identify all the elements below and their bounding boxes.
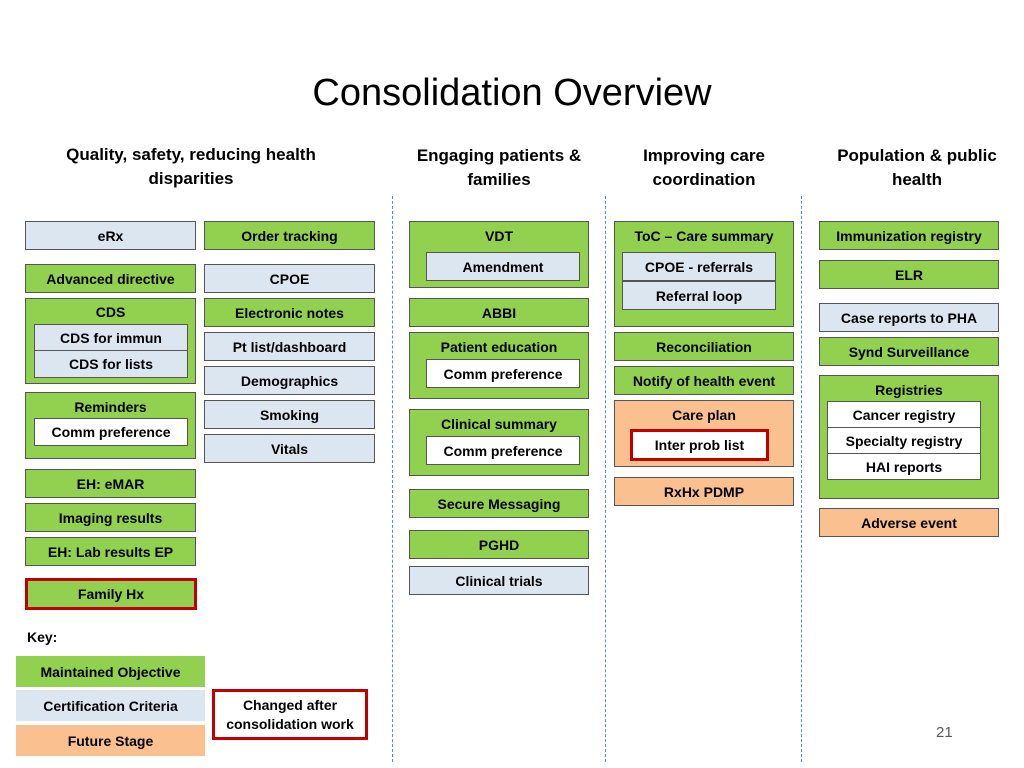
adverse-event-box: Adverse event: [819, 508, 999, 537]
case-reports-box: Case reports to PHA: [819, 303, 999, 332]
advanced-directive-box: Advanced directive: [25, 264, 196, 293]
registries-label: Registries: [875, 382, 943, 398]
order-tracking-box: Order tracking: [204, 221, 375, 250]
header-engaging: Engaging patients & families: [416, 146, 582, 189]
care-plan-label: Care plan: [672, 407, 736, 423]
key-future-stage: Future Stage: [16, 725, 205, 756]
family-hx-box: Family Hx: [25, 578, 197, 610]
header-population: Population & public health: [837, 146, 997, 189]
imaging-results-box: Imaging results: [25, 503, 196, 532]
immunization-registry-box: Immunization registry: [819, 221, 999, 250]
electronic-notes-box: Electronic notes: [204, 298, 375, 327]
clinical-summary-label: Clinical summary: [441, 416, 557, 432]
patient-education-label: Patient education: [440, 339, 558, 355]
cs-comm-preference-box: Comm preference: [426, 436, 580, 465]
amendment-box: Amendment: [426, 252, 580, 281]
cds-label: CDS: [95, 304, 126, 320]
secure-messaging-box: Secure Messaging: [409, 489, 589, 518]
vdt-label: VDT: [485, 228, 513, 244]
smoking-box: Smoking: [204, 400, 375, 429]
cpoe-box: CPOE: [204, 264, 375, 293]
eh-lab-results-box: EH: Lab results EP: [25, 537, 196, 566]
hai-reports-box: HAI reports: [827, 453, 981, 480]
divider-2: [605, 196, 606, 762]
rxhx-pdmp-box: RxHx PDMP: [614, 477, 794, 506]
pt-list-dashboard-box: Pt list/dashboard: [204, 332, 375, 361]
abbi-box: ABBI: [409, 298, 589, 327]
clinical-trials-box: Clinical trials: [409, 566, 589, 595]
erx-box: eRx: [25, 221, 196, 250]
header-quality: Quality, safety, reducing health dispari…: [66, 145, 316, 188]
divider-1: [392, 196, 393, 762]
toc-label: ToC – Care summary: [634, 228, 774, 244]
specialty-registry-box: Specialty registry: [827, 427, 981, 454]
cpoe-referrals-box: CPOE - referrals: [622, 252, 776, 281]
demographics-box: Demographics: [204, 366, 375, 395]
pe-comm-preference-box: Comm preference: [426, 359, 580, 388]
key-maintained-objective: Maintained Objective: [16, 656, 205, 687]
reminders-comm-preference-box: Comm preference: [34, 418, 188, 446]
cancer-registry-box: Cancer registry: [827, 401, 981, 428]
cds-immun-box: CDS for immun: [34, 324, 188, 351]
pghd-box: PGHD: [409, 530, 589, 559]
page-title: Consolidation Overview: [312, 72, 712, 114]
header-coordination: Improving care coordination: [643, 146, 765, 189]
vitals-box: Vitals: [204, 434, 375, 463]
key-certification-criteria: Certification Criteria: [16, 690, 205, 721]
page-number: 21: [936, 724, 953, 741]
inter-prob-list-box: Inter prob list: [630, 429, 769, 461]
synd-surveillance-box: Synd Surveillance: [819, 337, 999, 366]
reminders-label: Reminders: [74, 399, 147, 415]
divider-3: [801, 196, 802, 762]
key-changed-after-consolidation: Changed after consolidation work: [212, 689, 368, 740]
cds-lists-box: CDS for lists: [34, 350, 188, 378]
elr-box: ELR: [819, 260, 999, 289]
notify-health-event-box: Notify of health event: [614, 366, 794, 395]
eh-emar-box: EH: eMAR: [25, 469, 196, 498]
referral-loop-box: Referral loop: [622, 281, 776, 310]
reconciliation-box: Reconciliation: [614, 332, 794, 361]
key-label: Key:: [27, 629, 58, 645]
